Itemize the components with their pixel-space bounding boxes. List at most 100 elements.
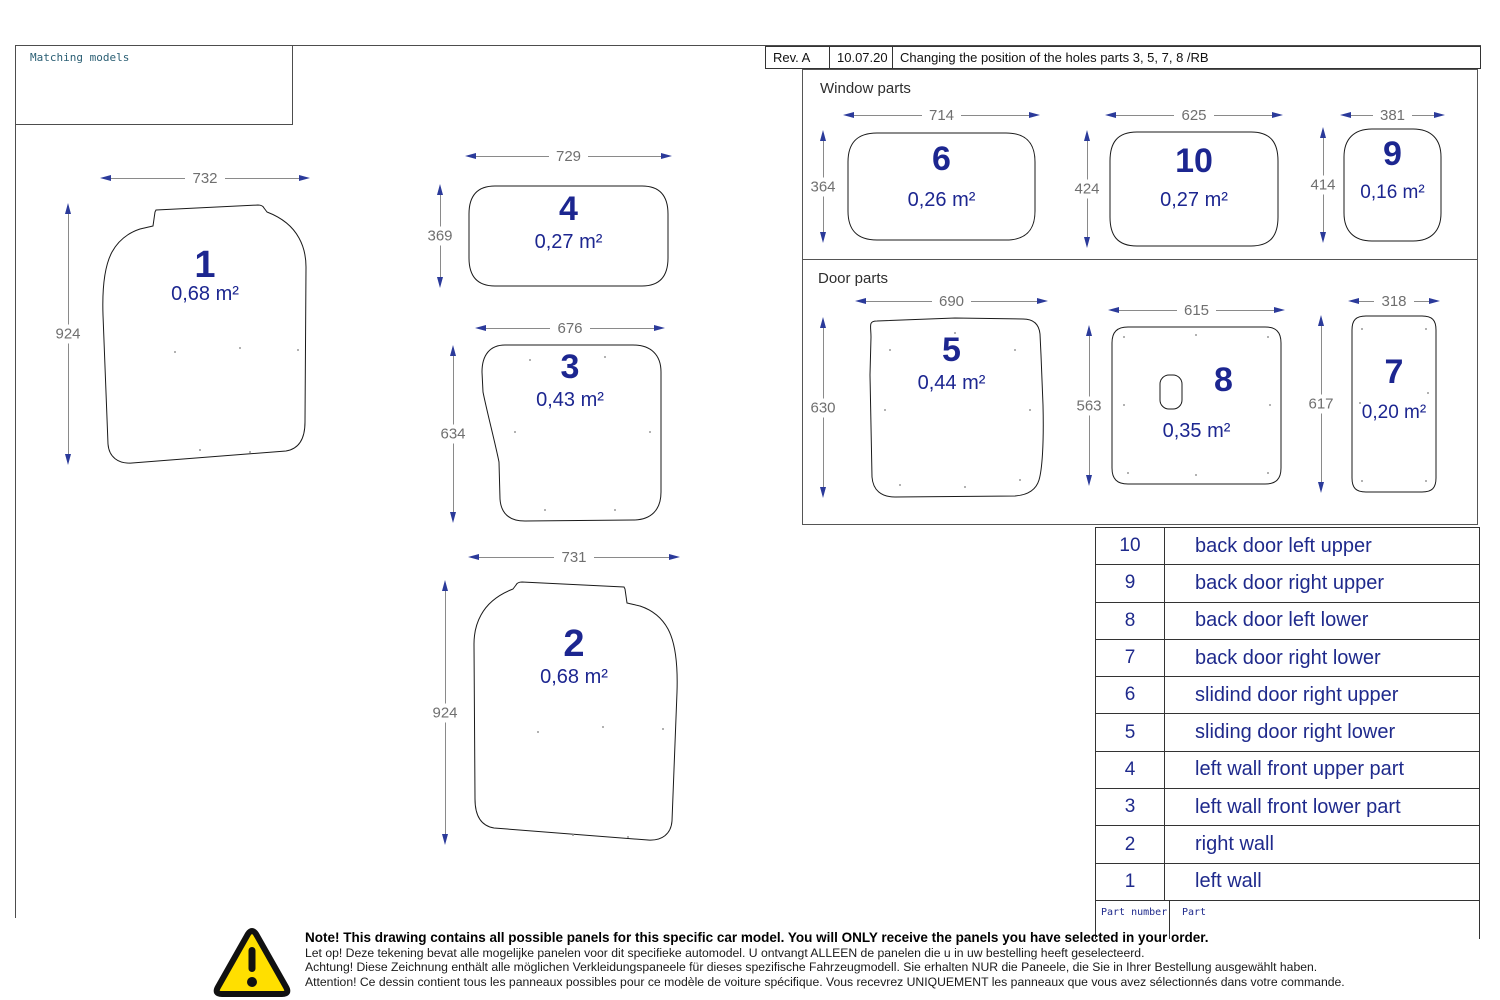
panel-9-area: 0,16 m²: [1360, 182, 1425, 203]
panel-6-outline: [847, 132, 1036, 241]
dim-arrow-down-icon: [437, 277, 443, 288]
dim-arrow-left-icon: [1108, 307, 1119, 313]
part-name-cell: back door left lower: [1195, 609, 1369, 632]
panel-4: 4 0,27 m²: [465, 182, 672, 290]
panel-5: 5 0,44 m²: [855, 315, 1048, 500]
dim-arrow-down-icon: [1318, 482, 1324, 493]
panel-7-outline: [1351, 315, 1437, 493]
panel-9-height-dimension: 414: [1307, 127, 1339, 243]
panel-4-outline: [468, 185, 669, 287]
dim-arrow-down-icon: [820, 487, 826, 498]
panel-10-number: 10: [1175, 142, 1213, 180]
panel-2-height-dimension: 924: [429, 580, 461, 845]
revision-description-cell: Changing the position of the holes parts…: [892, 46, 1481, 69]
panel-6-height-dimension: 364: [807, 130, 839, 243]
panel-7-width-dimension: 318: [1348, 293, 1440, 309]
window-parts-label: Window parts: [820, 80, 911, 97]
note-line-en: Note! This drawing contains all possible…: [305, 930, 1209, 945]
panel-1-area: 0,68 m²: [171, 283, 239, 305]
dim-arrow-right-icon: [1037, 298, 1048, 304]
matching-models-box: Matching models: [15, 45, 293, 125]
part-number-cell: 6: [1096, 677, 1165, 714]
note-line-nl: Let op! Deze tekening bevat alle mogelij…: [305, 946, 1145, 960]
panel-4-number: 4: [559, 190, 578, 228]
panel-6-area: 0,26 m²: [907, 189, 976, 211]
note-line-fr: Attention! Ce dessin contient tous les p…: [305, 974, 1345, 989]
matching-models-label: Matching models: [30, 51, 130, 64]
revision-date-cell: 10.07.20: [829, 46, 893, 69]
dim-arrow-down-icon: [65, 454, 71, 465]
part-name-cell: left wall: [1195, 870, 1262, 893]
panel-10-outline: [1109, 131, 1279, 247]
dim-arrow-right-icon: [1272, 112, 1283, 118]
dim-arrow-right-icon: [661, 153, 672, 159]
part-name-cell: right wall: [1195, 833, 1274, 856]
panel-9-outline: [1343, 128, 1442, 242]
panel-7-number: 7: [1384, 353, 1404, 391]
dim-arrow-up-icon: [442, 580, 448, 591]
panel-5-width-dimension: 690: [855, 293, 1048, 309]
panel-8: 8 0,35 m²: [1108, 323, 1285, 488]
dim-arrow-up-icon: [1318, 315, 1324, 326]
dim-arrow-right-icon: [1274, 307, 1285, 313]
dim-arrow-up-icon: [1320, 127, 1326, 138]
dim-arrow-left-icon: [1348, 298, 1359, 304]
revision-rev-cell: Rev. A: [765, 46, 830, 69]
dim-arrow-right-icon: [1434, 112, 1445, 118]
panel-8-hole: [1159, 374, 1183, 410]
panel-1-width-dimension: 732: [100, 170, 310, 186]
dim-arrow-left-icon: [100, 175, 111, 181]
panel-1-height-dimension: 924: [52, 203, 84, 465]
panel-9: 9 0,16 m²: [1340, 125, 1445, 245]
dim-arrow-left-icon: [843, 112, 854, 118]
dim-arrow-down-icon: [1320, 232, 1326, 243]
part-number-cell: 5: [1096, 714, 1165, 751]
note-block: Note! This drawing contains all possible…: [305, 929, 1345, 989]
dim-arrow-left-icon: [465, 153, 476, 159]
part-number-cell: 3: [1096, 789, 1165, 826]
dim-arrow-left-icon: [1105, 112, 1116, 118]
panel-2-area: 0,68 m²: [540, 666, 608, 688]
dim-arrow-down-icon: [442, 834, 448, 845]
panel-4-area: 0,27 m²: [534, 231, 603, 253]
panel-3-height-dimension: 634: [437, 345, 469, 523]
part-number-cell: 7: [1096, 639, 1165, 677]
panel-3: 3 0,43 m²: [475, 342, 665, 525]
dim-arrow-right-icon: [1429, 298, 1440, 304]
warning-triangle-icon: [213, 928, 291, 997]
frame-top-line: [15, 45, 1481, 46]
dim-arrow-down-icon: [450, 512, 456, 523]
part-name-cell: back door right upper: [1195, 571, 1385, 594]
panel-2: 2 0,68 m²: [468, 577, 680, 847]
dim-arrow-up-icon: [1086, 325, 1092, 336]
dim-arrow-up-icon: [820, 317, 826, 328]
dim-arrow-down-icon: [1084, 237, 1090, 248]
dim-arrow-left-icon: [468, 554, 479, 560]
dim-arrow-up-icon: [65, 203, 71, 214]
panel-7-height-dimension: 617: [1305, 315, 1337, 493]
dim-arrow-up-icon: [820, 130, 826, 141]
dim-arrow-right-icon: [669, 554, 680, 560]
panel-3-width-dimension: 676: [475, 320, 665, 336]
parts-table-footer: Part number Part: [1096, 900, 1479, 939]
part-name-cell: left wall front upper part: [1195, 758, 1404, 781]
note-line-de: Achtung! Diese Zeichnung enthält alle mö…: [305, 960, 1318, 975]
panel-8-area: 0,35 m²: [1162, 420, 1231, 442]
door-parts-label: Door parts: [818, 270, 889, 287]
part-name-cell: back door left upper: [1195, 534, 1372, 557]
panel-10-area: 0,27 m²: [1160, 189, 1228, 211]
panel-5-outline: [869, 317, 1044, 498]
panel-9-width-dimension: 381: [1340, 107, 1445, 123]
dim-arrow-up-icon: [450, 345, 456, 356]
